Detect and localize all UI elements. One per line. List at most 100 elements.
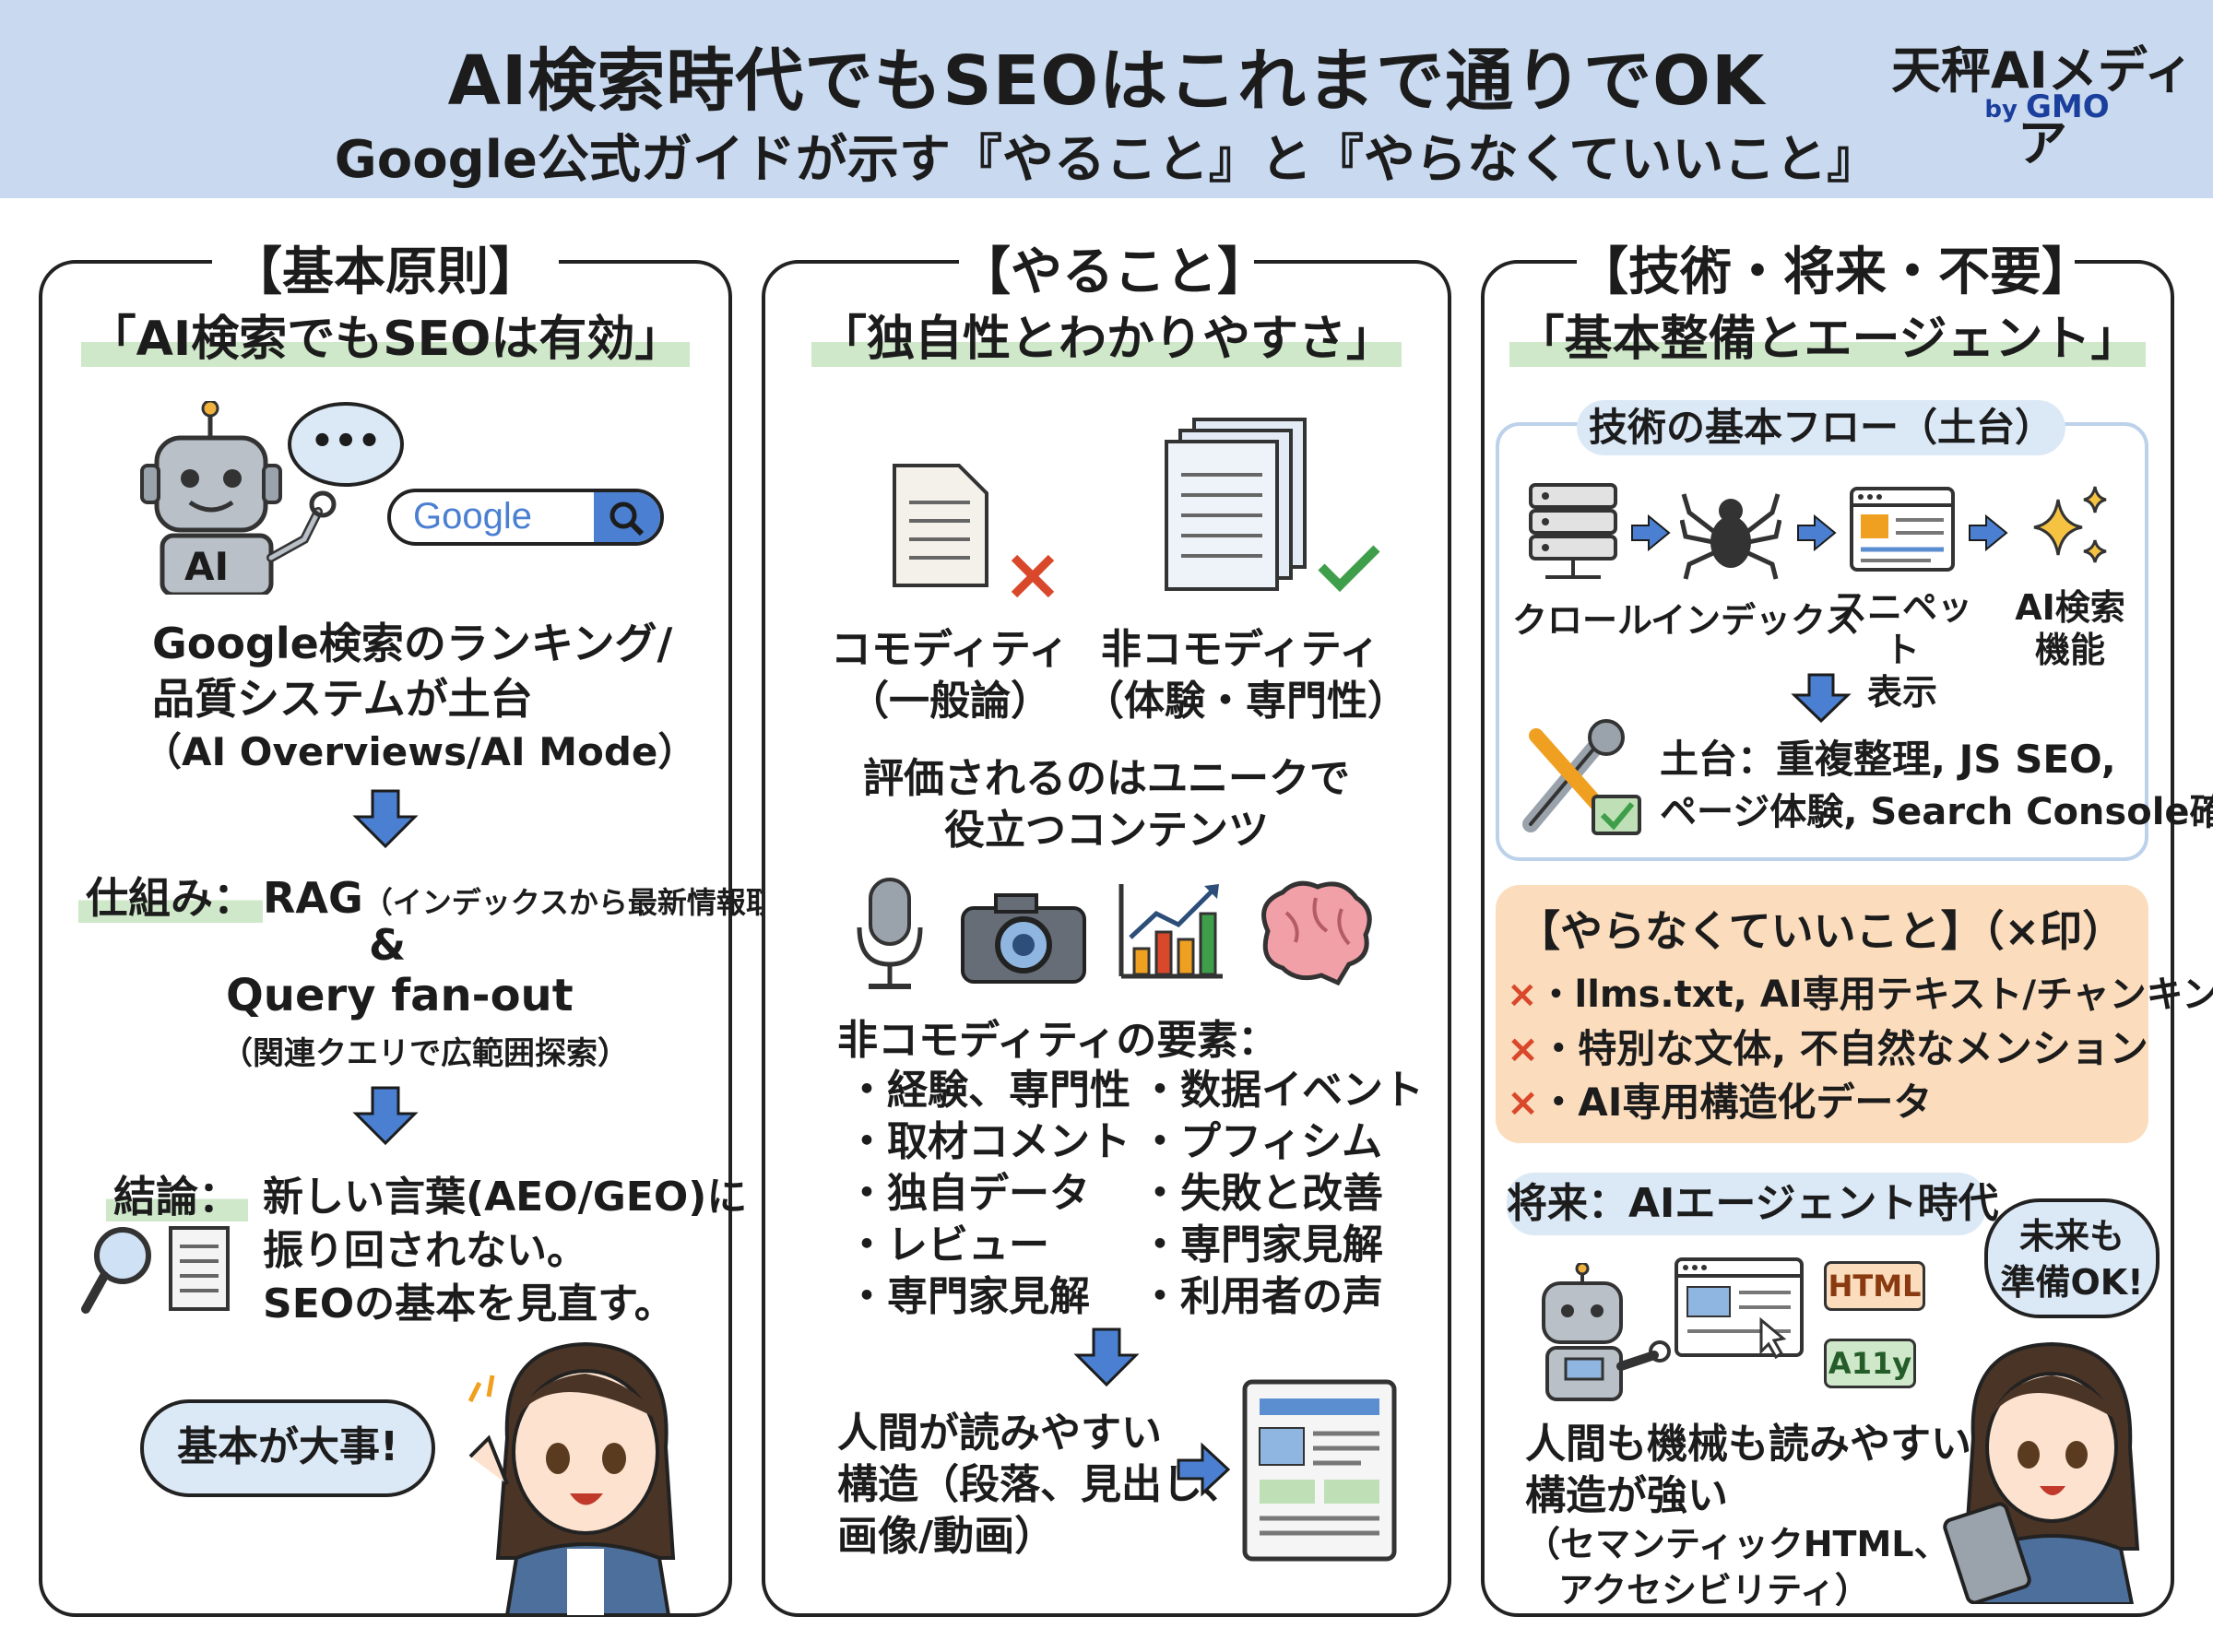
robot-illustration — [140, 401, 337, 595]
spider-crawler-icon — [1680, 493, 1781, 580]
magnifier-document-icon — [81, 1226, 230, 1314]
future-title: 将来：AIエージェント時代 — [1507, 1173, 1999, 1235]
logo-by: by — [1984, 96, 2018, 124]
stacked-documents-check-icon — [1165, 418, 1380, 593]
sparkle-icon — [2033, 486, 2107, 563]
down-arrow-icon — [1073, 1328, 1140, 1387]
not-needed-text: ・AI専用構造化データ — [1539, 1080, 1933, 1125]
tag-a11y: A11y — [1824, 1339, 1916, 1388]
element-item: ・利用者の声 — [1140, 1273, 1383, 1320]
mechanism-rag-note: （インデックスから最新情報取得） — [362, 885, 834, 920]
page-subtitle: Google公式ガイドが示す『やること』と『やらなくていいこと』 — [334, 130, 1879, 190]
ampersand: & — [369, 920, 407, 970]
col2-heading: 【やること】 — [959, 230, 1269, 305]
evaluated-line1: 評価されるのはユニークで — [863, 755, 1350, 802]
right-arrow-icon — [1631, 514, 1671, 551]
speech-bubble-basic: 基本が大事! — [140, 1399, 435, 1497]
elements-left-list: ・経験、専門性 ・取材コメント ・独自データ ・レビュー ・専門家見解 — [846, 1056, 1130, 1320]
google-search-bar: Google — [387, 489, 664, 546]
search-button — [594, 492, 660, 542]
logo-gmo: GMO — [2025, 88, 2110, 125]
tag-html-text: HTML — [1828, 1268, 1922, 1304]
mechanism-label: 仕組み： — [78, 873, 263, 923]
girl-character-tablet-illustration — [1943, 1341, 2140, 1604]
speech-text: 基本が大事! — [176, 1423, 399, 1470]
conclusion-label: 結論： — [106, 1163, 248, 1224]
future-line2: 構造が強い — [1525, 1472, 1728, 1519]
element-item: ・専門家見解 — [846, 1273, 1090, 1320]
tag-a11y-text: A11y — [1828, 1346, 1912, 1381]
element-item: ・失敗と改善 — [1140, 1170, 1383, 1217]
cross-icon: × — [1507, 1080, 1540, 1125]
single-document-cross-icon — [893, 464, 1055, 598]
microphone-icon — [857, 878, 923, 989]
noncommodity-line1: 非コモディティ — [1100, 626, 1380, 673]
mechanism-rag: RAG — [263, 873, 363, 923]
logo-by-gmo: by GMO — [1973, 88, 2121, 125]
not-needed-item: ×・AI専用構造化データ — [1507, 1071, 1932, 1127]
speech-line1: 未来も — [2018, 1216, 2124, 1257]
camera-icon — [961, 893, 1086, 984]
robot-label: AI — [184, 544, 230, 589]
cross-icon: × — [1507, 1026, 1540, 1071]
evaluated-line2: 役立つコンテンツ — [944, 807, 1269, 854]
right-arrow-icon — [1969, 514, 2008, 551]
flow-step-crawl: クロール — [1512, 600, 1653, 641]
element-item: ・独自データ — [846, 1170, 1090, 1217]
cross-icon: × — [1507, 974, 1538, 1016]
element-item: ・レビュー — [846, 1221, 1049, 1268]
fanout-label: Query fan-out — [226, 970, 574, 1021]
thought-bubble: ••• — [288, 402, 404, 487]
thought-dots: ••• — [310, 420, 382, 463]
elements-title: 非コモディティの要素： — [837, 1017, 1279, 1064]
commodity-line1: コモディティ — [830, 626, 1070, 673]
robot-agent-illustration — [1542, 1263, 1671, 1401]
tag-html: HTML — [1824, 1261, 1925, 1311]
speech-bubble-future: 未来も 準備OK! — [1984, 1198, 2160, 1318]
element-item: ・専門家見解 — [1140, 1221, 1383, 1268]
element-item: ・経験、専門性 — [846, 1067, 1130, 1114]
foundation-line2: 品質システムが土台 — [152, 674, 533, 724]
structured-page-icon — [1242, 1379, 1397, 1562]
element-item: ・取材コメント — [846, 1118, 1130, 1165]
element-item: ・数据イベント — [1140, 1067, 1424, 1114]
conclusion-line2: 振り回されない。 — [263, 1227, 587, 1274]
future-line4: アクセシビリティ） — [1558, 1570, 1870, 1611]
foundation-line3: （AI Overviews/AI Mode） — [143, 729, 697, 774]
future-line1: 人間も機械も読みやすい — [1525, 1421, 1971, 1468]
tech-foundation-line1: 土台：重複整理, JS SEO, — [1660, 737, 2116, 782]
tech-foundation-line2: ページ体験, Search Console確認 — [1660, 791, 2213, 833]
commodity-line2: （一般論） — [848, 678, 1051, 725]
fanout-note: （関連クエリで広範囲探索） — [221, 1035, 629, 1072]
growth-chart-icon — [1118, 884, 1223, 979]
noncommodity-line2: （体験・専門性） — [1083, 678, 1408, 725]
foundation-line1: Google検索のランキング/ — [152, 619, 673, 668]
col1-subheading-text: 「AI検索でもSEOは有効」 — [80, 312, 691, 367]
speech-line2: 準備OK! — [2000, 1262, 2144, 1303]
col1-heading: 【基本原則】 — [212, 230, 559, 305]
col2-subheading: 「独自性とわかりやすさ」 — [762, 300, 1451, 369]
element-item: ・プフィシム — [1140, 1118, 1383, 1165]
conclusion-line3: SEOの基本を見直す。 — [263, 1280, 675, 1328]
brain-icon — [1261, 880, 1372, 986]
structure-line2: 構造（段落、見出し、 — [837, 1461, 1243, 1508]
future-line3: （セマンティックHTML、 — [1525, 1524, 1949, 1564]
conclusion-line1: 新しい言葉(AEO/GEO)に — [263, 1174, 748, 1221]
logo-text: 天秤AIメディア — [1890, 41, 2195, 172]
flow-step-ai-search: AI検索 機能 — [2015, 587, 2125, 670]
not-needed-text: ・llms.txt, AI専用テキスト/チャンキング — [1537, 974, 2213, 1016]
tech-flow-title: 技術の基本フロー（土台） — [1577, 400, 2065, 455]
mechanism-line: 仕組み：RAG（インデックスから最新情報取得） — [78, 865, 834, 926]
flow-step-index: インデックス — [1651, 600, 1860, 641]
search-icon — [609, 502, 645, 537]
header-banner — [0, 0, 2213, 198]
page-title: AI検索時代でもSEOはこれまで通りでOK — [447, 41, 1766, 121]
flow-step-snippet: スニペット 表示 — [1831, 587, 1972, 713]
not-needed-box — [1496, 885, 2148, 1143]
right-arrow-icon — [1797, 514, 1837, 551]
tools-check-icon — [1522, 719, 1641, 835]
server-icon — [1529, 483, 1617, 579]
browser-window-icon — [1675, 1257, 1804, 1359]
snippet-window-icon — [1850, 487, 1955, 572]
down-arrow-icon — [352, 789, 419, 849]
